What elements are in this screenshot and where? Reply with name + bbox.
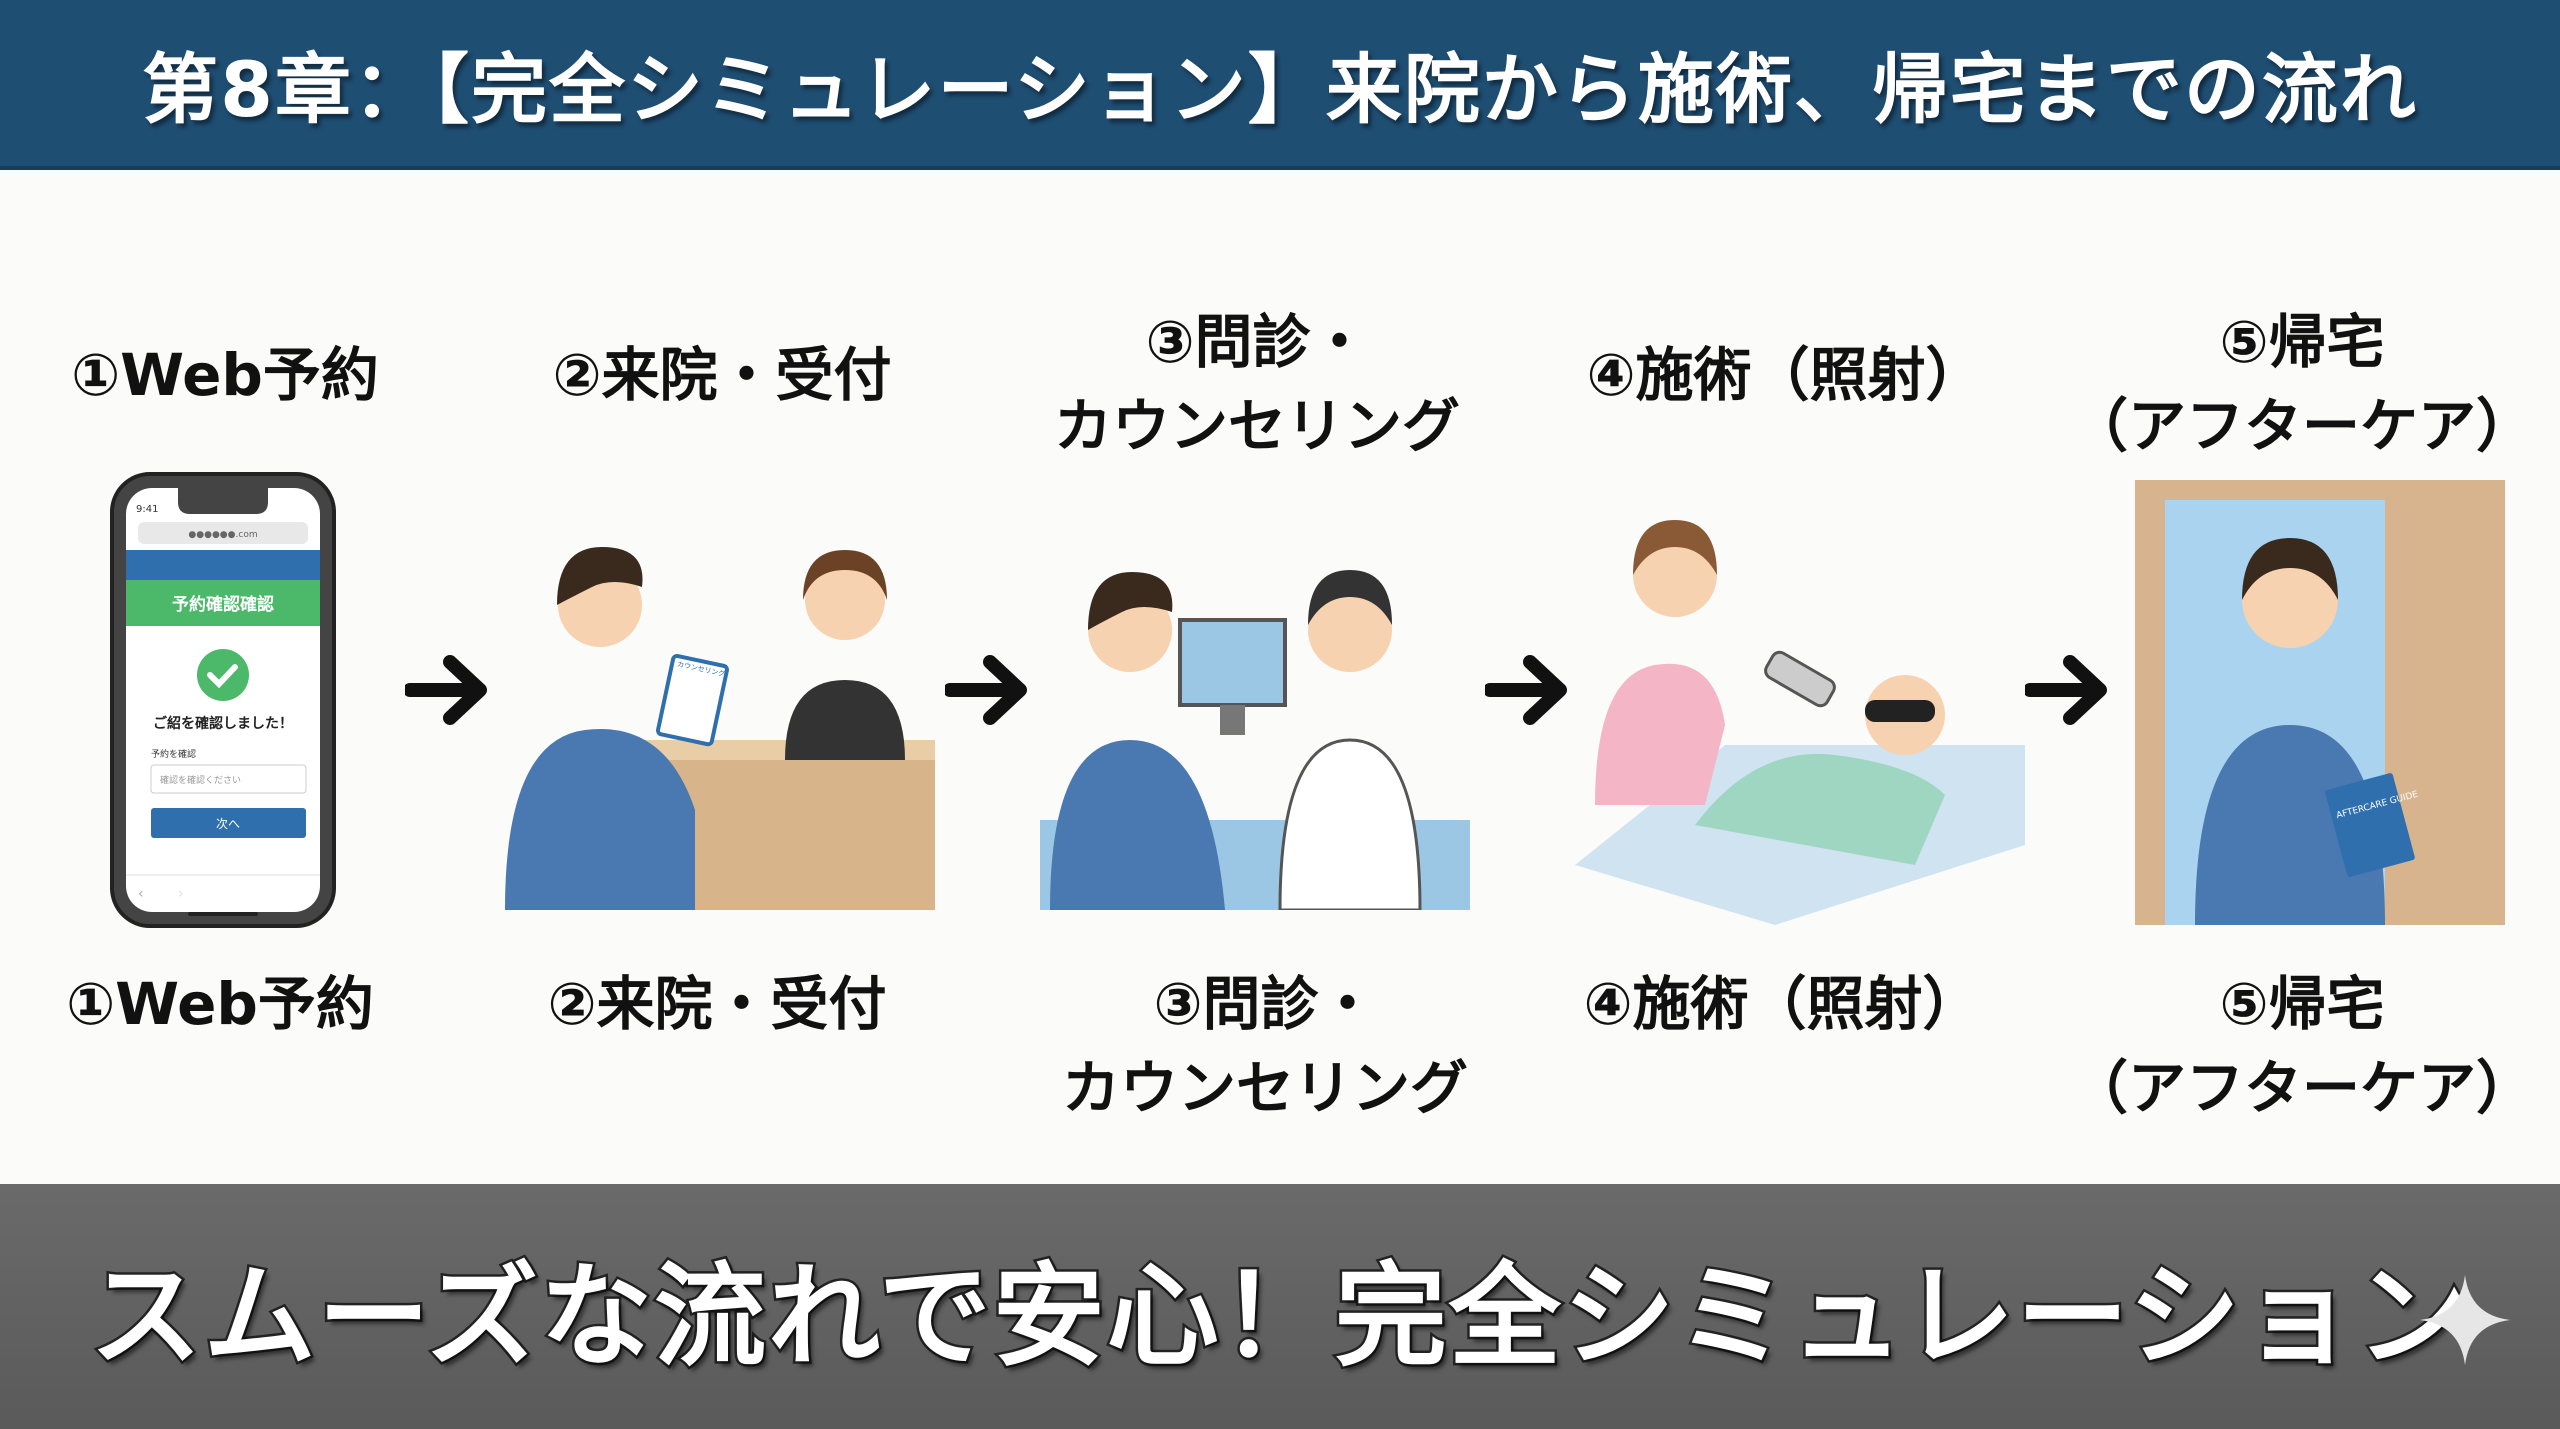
label-line: ④施術（照射） — [1586, 341, 1984, 409]
phone-message: ご紹を確認しました！ — [153, 715, 293, 732]
label-line: ④施術（照射） — [1583, 970, 1981, 1038]
footer-banner: スムーズな流れで安心！完全シミュレーション — [0, 1184, 2560, 1429]
label-line: ①Web予約 — [71, 341, 379, 409]
step-3-top-label: ③問診・カウンセリング — [977, 300, 1537, 468]
label-line: ⑤帰宅 — [2219, 308, 2385, 376]
label-line: カウンセリング — [1053, 392, 1460, 460]
label-line: （アフターケア） — [2069, 1054, 2534, 1122]
header-banner: 第8章：【完全シミュレーション】来院から施術、帰宅までの流れ — [0, 0, 2560, 170]
step-2-top-label: ②来院・受付 — [442, 333, 1002, 417]
sparkle-icon — [2420, 1275, 2510, 1365]
arrow-right-icon — [405, 655, 487, 725]
forward-icon[interactable]: › — [178, 886, 184, 902]
step-1-top-label: ①Web予約 — [0, 333, 505, 417]
next-button[interactable] — [151, 808, 306, 838]
arrow-right-icon — [2025, 655, 2107, 725]
label-line: カウンセリング — [1061, 1054, 1468, 1122]
check-icon — [197, 649, 249, 701]
url-bar[interactable] — [138, 522, 308, 544]
counseling-illustration — [1040, 570, 1470, 910]
confirm-field[interactable] — [150, 764, 307, 794]
field-label: 予約を確認 — [151, 748, 196, 760]
label-line: ②来院・受付 — [547, 970, 887, 1038]
reception-illustration: カウンセリング — [505, 547, 935, 910]
step-4-bottom-label: ④施術（照射） — [1502, 962, 2062, 1046]
page-title: 第8章：【完全シミュレーション】来院から施術、帰宅までの流れ — [142, 45, 2418, 134]
phone-time: 9:41 — [136, 504, 158, 515]
back-icon[interactable]: ‹ — [138, 886, 144, 902]
phone-banner: 予約確認確認 — [172, 594, 274, 615]
arrow-right-icon — [945, 655, 1027, 725]
label-line: ⑤帰宅 — [2219, 970, 2385, 1038]
next-button-label: 次へ — [216, 817, 240, 831]
step-4-top-label: ④施術（照射） — [1505, 333, 2065, 417]
label-line: ②来院・受付 — [552, 341, 892, 409]
label-line: ①Web予約 — [66, 970, 374, 1038]
label-line: （アフターケア） — [2069, 392, 2534, 460]
treatment-illustration — [1575, 520, 2025, 925]
step-1-bottom-label: ①Web予約 — [0, 962, 500, 1046]
step-3-bottom-label: ③問診・カウンセリング — [985, 962, 1545, 1130]
arrow-right-icon — [1485, 655, 1567, 725]
smartphone-illustration: 9:41 ●●●●●●.com 予約確認確認 ご紹を確認しました！ 予約を確認 … — [110, 472, 336, 928]
step-5-bottom-label: ⑤帰宅 （アフターケア） — [2022, 962, 2560, 1130]
step-5-top-label: ⑤帰宅 （アフターケア） — [2022, 300, 2560, 468]
label-line: ③問診・ — [1145, 308, 1369, 376]
label-line: ③問診・ — [1153, 970, 1377, 1038]
footer-slogan: スムーズな流れで安心！完全シミュレーション — [87, 1249, 2471, 1384]
step-2-bottom-label: ②来院・受付 — [437, 962, 997, 1046]
going-home-illustration: AFTERCARE GUIDE — [2135, 480, 2505, 925]
field-placeholder: 確認を確認ください — [160, 774, 241, 786]
url-text: ●●●●●●.com — [188, 530, 257, 540]
